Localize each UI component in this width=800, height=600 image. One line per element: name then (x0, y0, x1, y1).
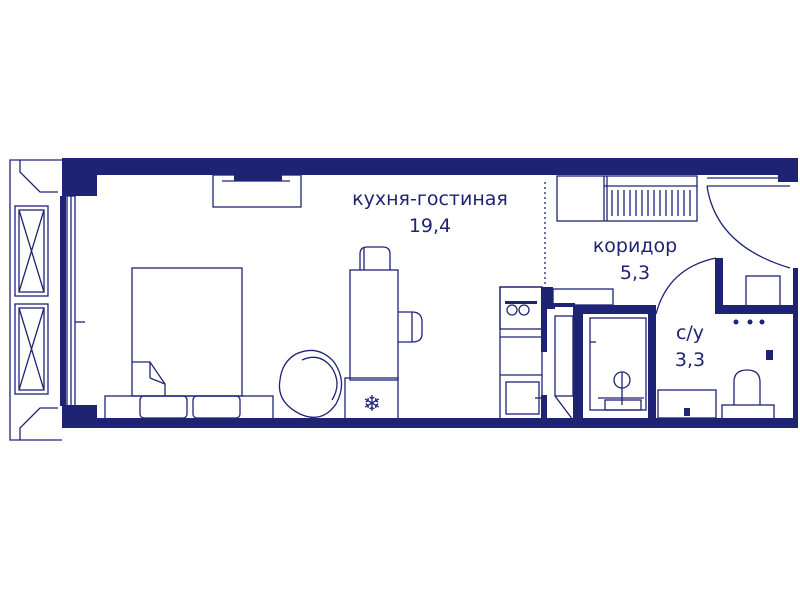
wardrobe (556, 175, 698, 222)
tv (234, 175, 282, 181)
pipes (733, 319, 765, 325)
balcony (9, 159, 85, 441)
bathroom-area: 3,3 (675, 349, 705, 371)
armchair (278, 349, 343, 418)
shower (589, 317, 647, 411)
bathroom-sink (657, 389, 717, 419)
towel-rail (766, 350, 773, 360)
corridor-name: коридор (593, 235, 677, 257)
room-labels: кухня-гостиная 19,4 коридор 5,3 с/у 3,3 (352, 188, 705, 371)
fridge (344, 377, 399, 421)
walls (60, 158, 798, 428)
washing-machine (745, 275, 781, 307)
entrance-door (706, 177, 791, 269)
living-room-area: 19,4 (409, 215, 451, 237)
sofa (104, 395, 274, 421)
dining-table (349, 246, 423, 381)
living-room-name: кухня-гостиная (352, 188, 508, 210)
bathroom-name: с/у (676, 322, 704, 344)
cooktop (506, 304, 530, 316)
shoe-shelf (552, 288, 614, 306)
bathroom-door (655, 257, 717, 315)
bed (131, 267, 243, 397)
snowflake-icon: ❄ (363, 392, 381, 417)
toilet (721, 369, 775, 420)
cooktop-strip (505, 301, 537, 304)
kitchen-unit (499, 286, 543, 421)
corridor-area: 5,3 (620, 262, 650, 284)
utility-niche (554, 315, 574, 421)
